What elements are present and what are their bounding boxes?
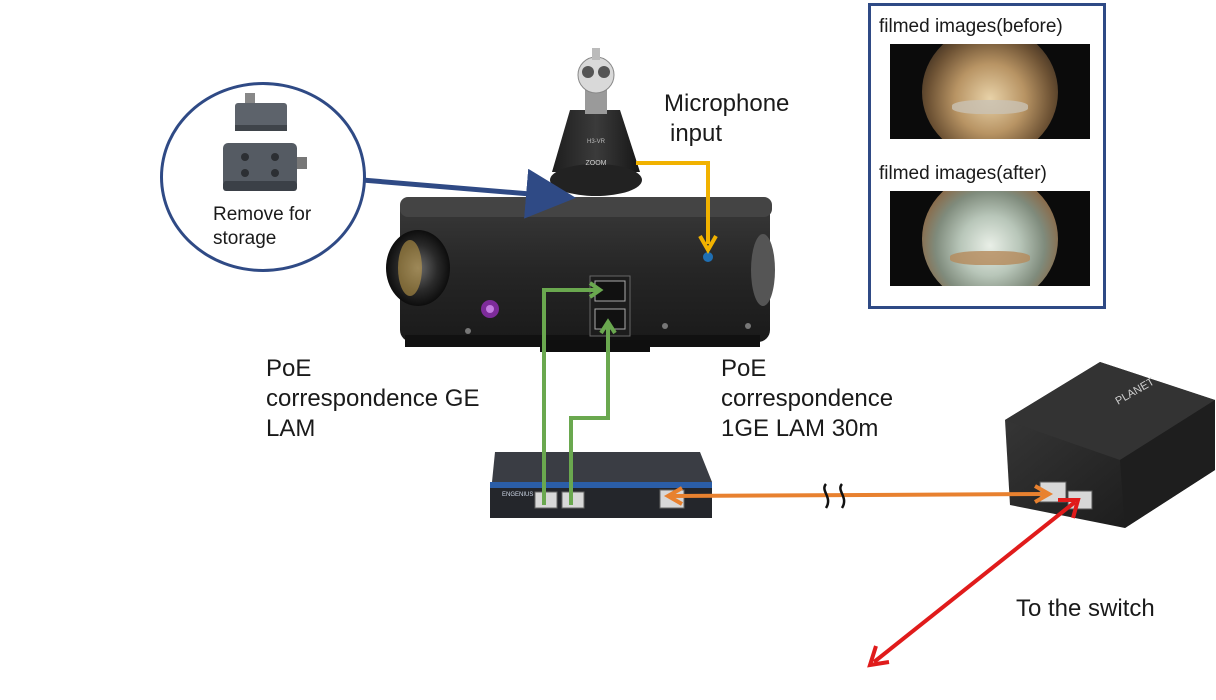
poe-right-line-2: correspondence	[721, 385, 894, 412]
to-switch-label: To the switch	[1016, 595, 1155, 622]
mount-plate-icon	[223, 93, 307, 191]
cables	[361, 161, 1081, 668]
storage-callout: Remove for storage	[160, 82, 366, 272]
mic-cable	[636, 161, 710, 244]
microphone-label-line-2: input	[670, 120, 723, 147]
callout-pointer	[361, 168, 576, 219]
after-label: filmed images(after)	[879, 163, 1047, 184]
mic-brand-text: ZOOM	[586, 160, 607, 167]
poe-left-line-2: correspondence GE	[266, 385, 480, 412]
fisheye-before-image	[890, 44, 1090, 139]
microphone-label-line-1: Microphone	[664, 90, 790, 117]
green-cable-2	[569, 325, 610, 505]
poe-left-line-3: LAM	[266, 415, 316, 442]
poe-hub: ENGENIUS	[490, 452, 712, 518]
camera-unit	[386, 197, 775, 352]
switch-arrow	[872, 500, 1077, 664]
filmed-images-inset: filmed images(before) filmed images(afte…	[868, 3, 1106, 309]
poe-right-line-1: PoE	[721, 355, 767, 382]
callout-line-2: storage	[213, 228, 277, 249]
hub-brand-text: ENGENIUS	[502, 492, 533, 498]
lan-30m-cable	[669, 492, 1046, 498]
callout-line-1: Remove for	[213, 204, 312, 225]
vr-microphone: H3-VR ZOOM	[550, 48, 642, 196]
cable-break-mark	[823, 483, 830, 509]
callout-caption: Remove for storage	[213, 203, 311, 251]
mic-model-text: H3-VR	[587, 139, 606, 145]
before-label: filmed images(before)	[879, 16, 1063, 37]
poe-left-line-1: PoE	[266, 355, 312, 382]
microphone-input-label: Microphone input	[664, 89, 789, 149]
poe-ge-lan-label: PoE correspondence GE LAM	[266, 354, 479, 444]
poe-injector: PLANET	[1005, 362, 1215, 528]
green-cable-1	[542, 288, 598, 505]
poe-right-line-3: 1GE LAM 30m	[721, 415, 879, 442]
fisheye-after-image	[890, 191, 1090, 286]
mic-jack-icon	[703, 252, 713, 262]
poe-1ge-lan-label: PoE correspondence 1GE LAM 30m	[721, 354, 893, 444]
